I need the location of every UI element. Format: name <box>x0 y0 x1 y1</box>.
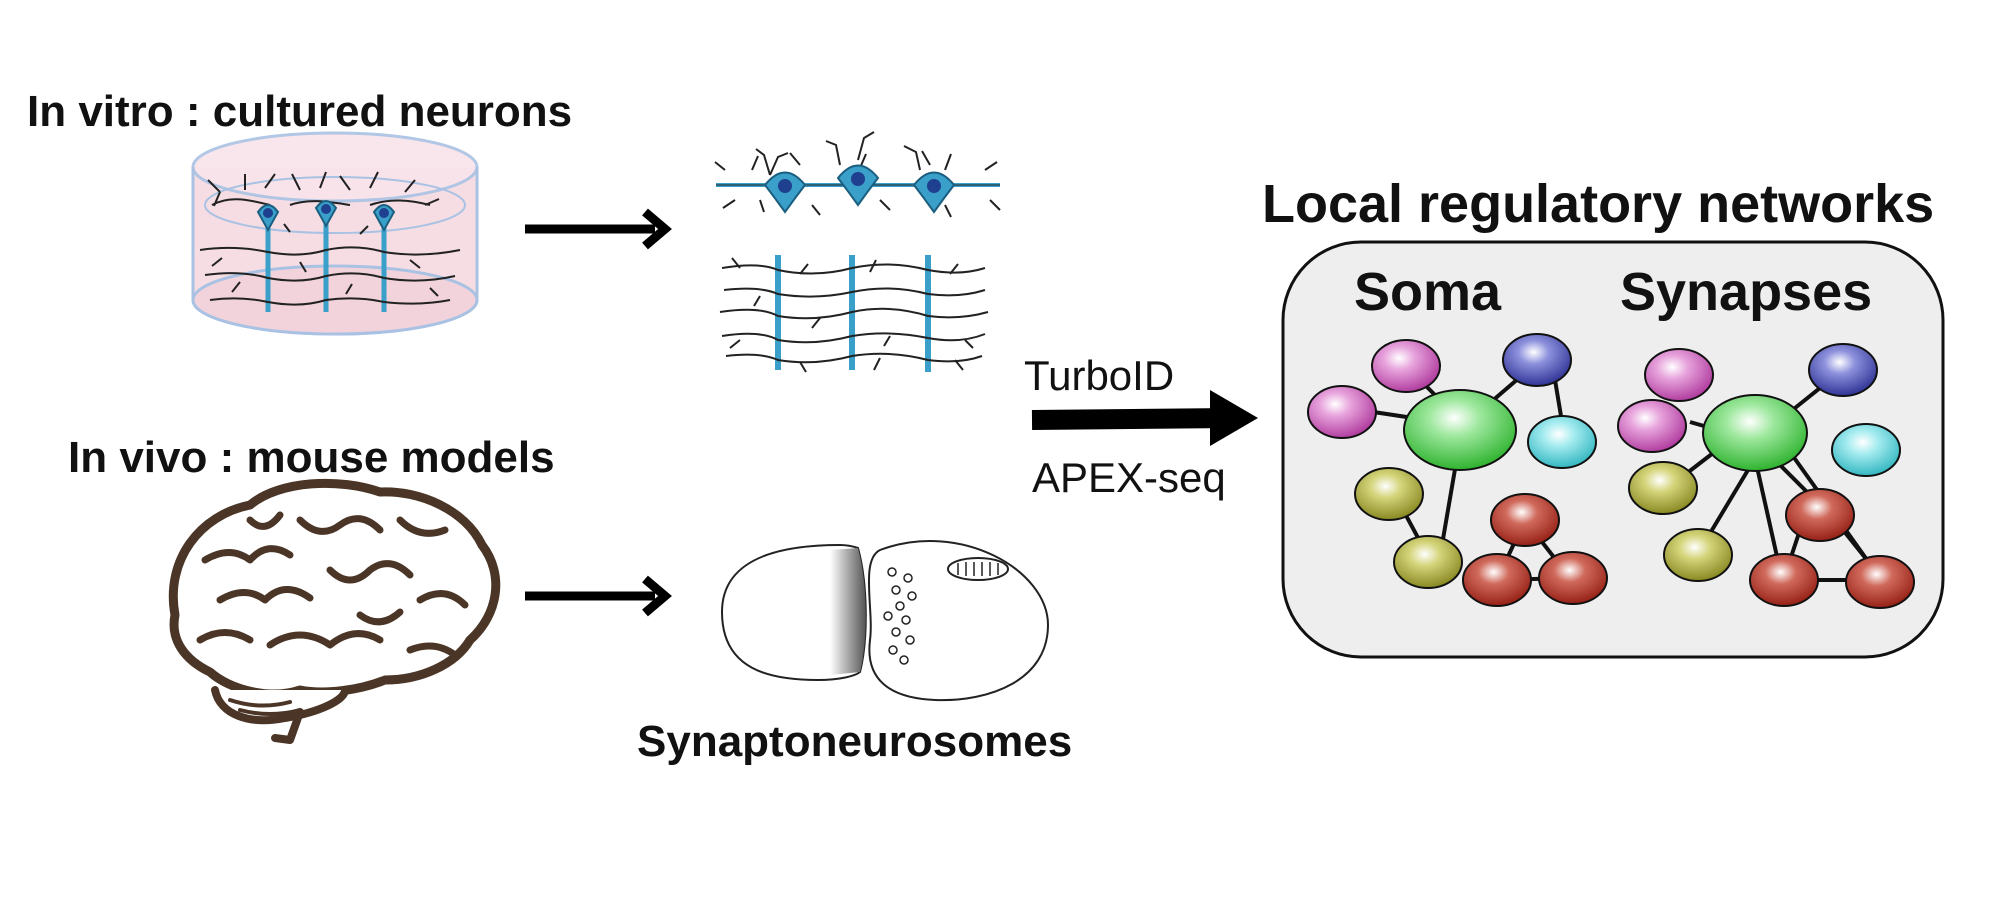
networks-title: Local regulatory networks <box>1262 174 1934 234</box>
in-vivo-label: In vivo : mouse models <box>68 433 555 482</box>
node <box>1502 333 1572 387</box>
node <box>1749 553 1819 607</box>
arrow-icon <box>525 208 672 250</box>
synaptoneurosome-icon <box>720 540 1050 702</box>
node <box>1808 343 1878 397</box>
synaptoneurosomes-label: Synaptoneurosomes <box>637 717 1072 766</box>
node <box>1702 394 1808 472</box>
node <box>1393 535 1463 589</box>
node <box>1354 467 1424 521</box>
node <box>1490 493 1560 547</box>
node <box>1371 339 1441 393</box>
synapses-network <box>1617 343 1915 609</box>
node <box>1307 385 1377 439</box>
arrow-icon <box>525 575 672 617</box>
node <box>1617 399 1687 453</box>
node <box>1462 553 1532 607</box>
node <box>1845 555 1915 609</box>
node <box>1663 528 1733 582</box>
node <box>1644 348 1714 402</box>
brain-icon <box>168 478 501 744</box>
synapses-label: Synapses <box>1620 262 1872 322</box>
dish-neurons <box>199 171 461 312</box>
in-vitro-label: In vitro : cultured neurons <box>27 87 572 136</box>
node <box>1628 461 1698 515</box>
node <box>1831 423 1901 477</box>
node <box>1527 415 1597 469</box>
arrow-icon <box>1031 390 1258 446</box>
turboid-label: TurboID <box>1024 352 1174 399</box>
culture-dish-icon <box>191 131 479 336</box>
node <box>1403 389 1517 471</box>
soma-label: Soma <box>1354 262 1502 322</box>
soma-network <box>1307 333 1608 607</box>
node <box>1538 551 1608 605</box>
node <box>1785 488 1855 542</box>
apex-seq-label: APEX-seq <box>1032 454 1226 501</box>
neuron-dendrite-icon <box>719 255 989 373</box>
neuron-soma-icon <box>714 131 1001 218</box>
